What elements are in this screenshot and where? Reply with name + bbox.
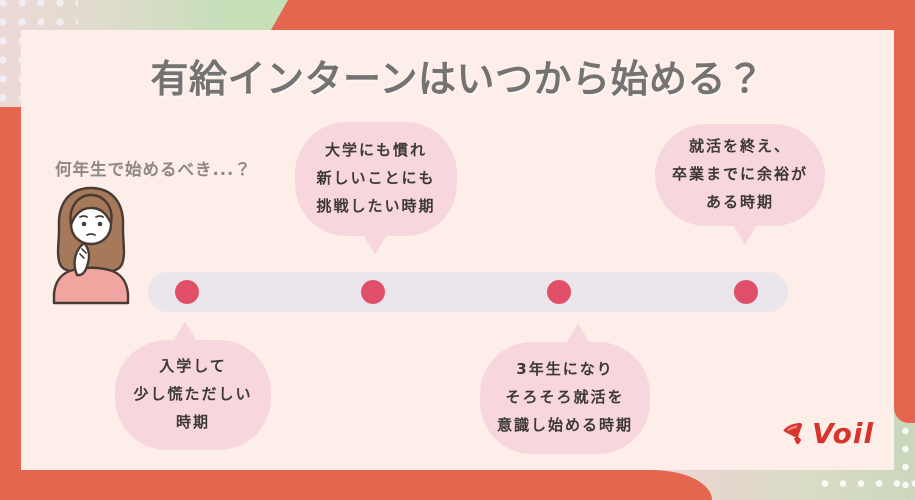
stage-bubble-year1: 入学して 少し慌ただしい 時期: [115, 321, 271, 450]
timeline-bar: [148, 272, 788, 312]
brand-name: Voil: [812, 417, 875, 450]
bubble-tail: [171, 321, 199, 345]
worried-student-illustration: [52, 186, 130, 305]
stage-label-year3: 3年生になり そろそろ就活を 意識し始める時期: [496, 360, 633, 434]
stage-bubble-year4: 就活を終え、 卒業までに余裕が ある時期: [655, 124, 825, 245]
stage-label-year1: 入学して 少し慌ただしい 時期: [133, 357, 253, 431]
timeline-dot-year4: [734, 280, 758, 304]
question-text: 何年生で始めるべき...？: [55, 160, 252, 179]
right-red-strip: [894, 0, 915, 423]
timeline-dot-year1: [175, 280, 199, 304]
timeline-dot-year3: [547, 280, 571, 304]
stage-bubble-year3: 3年生になり そろそろ就活を 意識し始める時期: [480, 323, 650, 454]
timeline-dot-year2: [361, 280, 385, 304]
bottomright-dots-column: [896, 421, 915, 500]
bottomright-dots-row: [815, 474, 915, 493]
page-title: 有給インターンはいつから始める？: [150, 57, 765, 101]
bottom-red-band: [0, 470, 712, 500]
bubble-tail: [361, 231, 389, 255]
megaphone-icon: [783, 422, 803, 445]
brand-logo: Voil: [781, 420, 874, 448]
bubble-tail: [564, 323, 592, 347]
stage-bubble-year2: 大学にも慣れ 新しいことにも 挑戦したい時期: [295, 122, 457, 255]
bubble-tail: [731, 221, 759, 245]
stage-label-year2: 大学にも慣れ 新しいことにも 挑戦したい時期: [316, 141, 436, 215]
content-card: 有給インターンはいつから始める？ 何年生で始めるべき...？: [21, 30, 894, 470]
stage-label-year4: 就活を終え、 卒業までに余裕が ある時期: [671, 137, 808, 211]
